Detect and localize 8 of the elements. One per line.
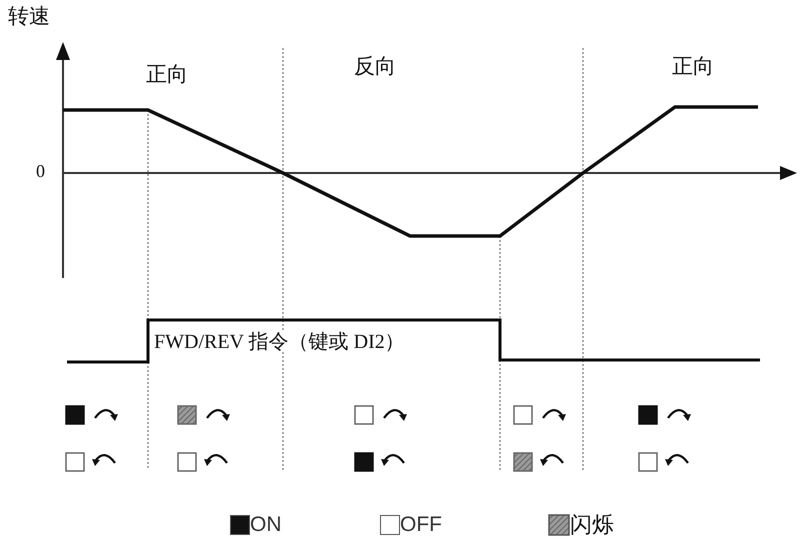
legend-label: 闪烁: [570, 514, 614, 536]
legend-label: ON: [250, 514, 282, 535]
axis-title: 转速: [8, 6, 50, 27]
direction-label: 反向: [354, 56, 396, 77]
direction-label: 正向: [146, 64, 188, 85]
legend-label: OFF: [400, 514, 442, 535]
direction-label: 正向: [672, 56, 714, 77]
origin-label: 0: [36, 162, 45, 180]
